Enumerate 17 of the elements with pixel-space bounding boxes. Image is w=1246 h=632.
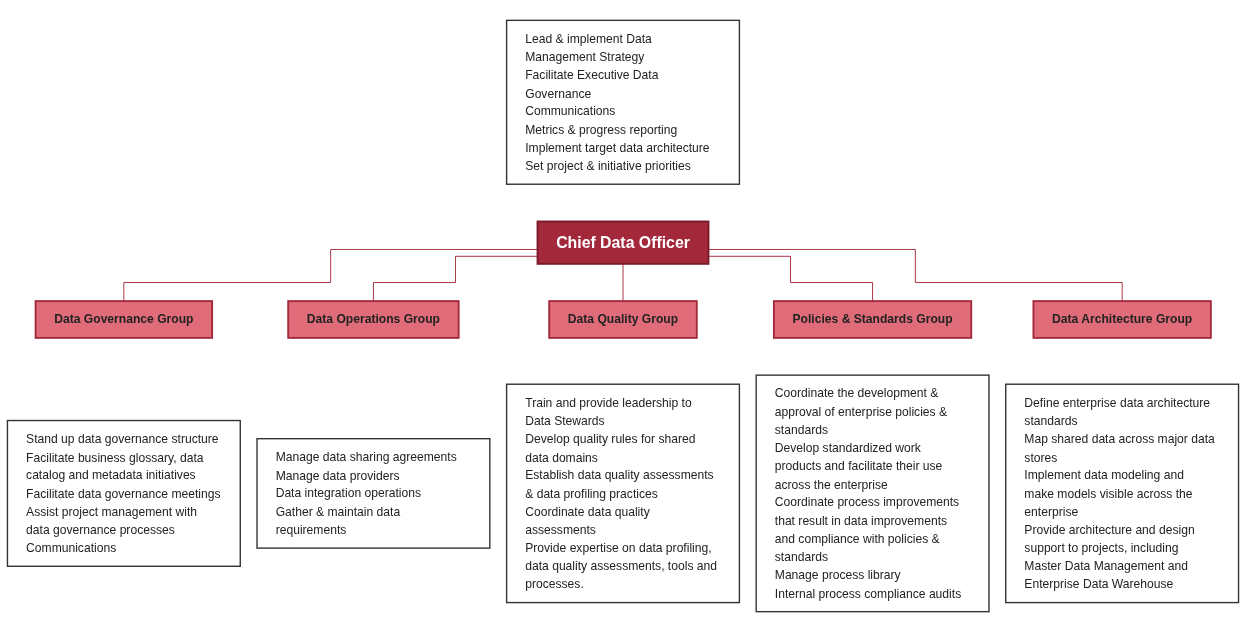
connector-line — [708, 255, 874, 302]
connector-line — [708, 249, 1123, 302]
group-box: Data Architecture Group — [1032, 300, 1212, 339]
bullet-list-box: Manage data sharing agreements Manage data providers Data integration operations Gather & maintain data requirements — [256, 438, 491, 549]
group-box: Data Operations Group — [287, 300, 460, 339]
group-box: Data Governance Group — [34, 300, 214, 339]
bullet-list-box: Lead & implement Data Management Strategy Facilitate Executive Data Governance Communications Metrics & progress reporting Implement target data architecture Set project & initiative priorities — [505, 19, 741, 185]
connector-line — [372, 255, 538, 302]
bullet-list-box: Coordinate the development & approval of enterprise policies & standards Develop standardized work products and facilitate their use across the enterprise Coordinate process improvements that result in data improvements and compliance with policies & standards Manage process library Internal process compliance audits — [755, 374, 990, 613]
bullet-list-box: Train and provide leadership to Data Stewards Develop quality rules for shared data domains Establish data quality assessments & data profiling practices Coordinate data quality assessments Provide expertise on data profiling, data quality assessments, tools and processes. — [505, 383, 741, 604]
bullet-list-box: Stand up data governance structure Facilitate business glossary, data catalog and metadata initiatives Facilitate data governance meetings Assist project management with data governance processes Communications — [6, 419, 241, 567]
connector-line — [123, 249, 538, 302]
bullet-list-box: Define enterprise data architecture standards Map shared data across major data stores Implement data modeling and make models visible across the enterprise Provide architecture and design support to projects, including Master Data Management and Enterprise Data Warehouse — [1005, 383, 1240, 604]
group-box: Data Quality Group — [548, 300, 698, 339]
group-box: Policies & Standards Group — [772, 300, 973, 339]
connector-line — [622, 263, 624, 302]
role-box: Chief Data Officer — [536, 220, 710, 265]
